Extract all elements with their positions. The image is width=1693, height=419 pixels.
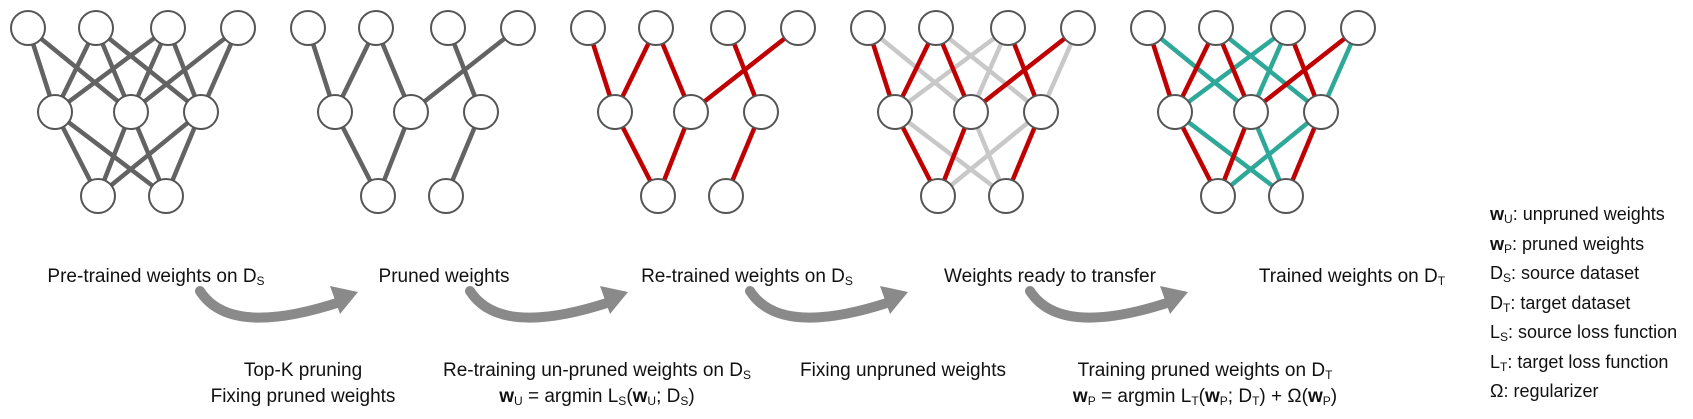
- step-caption-training: Training pruned weights on DT wP = argmi…: [1072, 360, 1338, 408]
- node-pretrained-l1-n0: [37, 94, 73, 130]
- node-pruned-l0-n2: [430, 10, 466, 46]
- node-pretrained-l1-n1: [113, 94, 149, 130]
- node-trained-l1-n1: [1233, 94, 1269, 130]
- node-trained-l1-n2: [1303, 94, 1339, 130]
- step-caption-fixing: Fixing unpruned weights: [800, 360, 1006, 381]
- node-retrained-l0-n1: [638, 10, 674, 46]
- stage-label-pretrained: Pre-trained weights on DS: [47, 266, 265, 288]
- node-ready-l2-n1: [988, 178, 1024, 214]
- node-retrained-l1-n0: [597, 94, 633, 130]
- arrows-layer: [195, 286, 1188, 323]
- node-pruned-l1-n0: [317, 94, 353, 130]
- node-retrained-l2-n0: [640, 178, 676, 214]
- legend: wU: unpruned weights wP: pruned weights …: [1490, 200, 1677, 407]
- legend-item-lt: LT: target loss function: [1490, 351, 1669, 374]
- node-retrained-l0-n3: [780, 10, 816, 46]
- node-ready-l0-n0: [850, 10, 886, 46]
- node-retrained-l2-n1: [708, 178, 744, 214]
- stage-label-trained: Trained weights on DT: [1258, 266, 1446, 288]
- connection-ready-12: [968, 25, 1081, 115]
- node-trained-l1-n0: [1157, 94, 1193, 130]
- node-retrained-l1-n1: [673, 94, 709, 130]
- legend-item-wu: wU: unpruned weights: [1490, 204, 1665, 226]
- node-ready-l0-n2: [990, 10, 1026, 46]
- node-pretrained-l0-n1: [78, 10, 114, 46]
- node-retrained-l0-n0: [570, 10, 606, 46]
- legend-item-ds: DS: source dataset: [1490, 263, 1640, 285]
- node-pruned-l0-n1: [358, 10, 394, 46]
- node-ready-l1-n0: [877, 94, 913, 130]
- node-ready-l0-n1: [918, 10, 954, 46]
- node-trained-l2-n1: [1268, 178, 1304, 214]
- arrow-head-0: [330, 286, 358, 314]
- connection-trained-5: [1172, 109, 1289, 199]
- arrow-head-1: [600, 286, 628, 314]
- transition-arrow-1: [465, 286, 615, 323]
- stage-label-retrained: Re-trained weights on DS: [641, 266, 853, 288]
- stage-label-pruned: Pruned weights: [378, 266, 510, 287]
- legend-item-omega: Ω: regularizer: [1490, 381, 1599, 401]
- stage-label-ready: Weights ready to transfer: [944, 266, 1156, 287]
- connection-pretrained-5: [52, 25, 171, 115]
- transition-arrow-2: [745, 286, 895, 323]
- connection-pretrained-11: [52, 109, 169, 199]
- legend-item-ls: LS: source loss function: [1490, 322, 1678, 344]
- connection-ready-7: [935, 109, 1044, 199]
- node-ready-l1-n1: [953, 94, 989, 130]
- node-pruned-l1-n2: [463, 94, 499, 130]
- connection-pretrained-14: [95, 109, 204, 199]
- node-pruned-l2-n1: [428, 178, 464, 214]
- step-caption-retraining: Re-training un-pruned weights on DS wU =…: [443, 360, 751, 408]
- node-trained-l2-n0: [1200, 178, 1236, 214]
- node-trained-l0-n1: [1198, 10, 1234, 46]
- node-trained-l0-n3: [1340, 10, 1376, 46]
- connection-ready-5: [892, 109, 1009, 199]
- node-pretrained-l1-n2: [183, 94, 219, 130]
- node-pretrained-l0-n3: [220, 10, 256, 46]
- connection-ready-0: [865, 25, 974, 115]
- connection-pruned-4: [408, 25, 521, 115]
- node-pruned-l2-n0: [360, 178, 396, 214]
- node-ready-l1-n2: [1023, 94, 1059, 130]
- connection-retrained-4: [688, 25, 801, 115]
- connection-trained-7: [1215, 109, 1324, 199]
- nodes-layer: [10, 10, 1376, 214]
- legend-item-wp: wP: pruned weights: [1490, 233, 1645, 256]
- connection-trained-0: [1145, 25, 1254, 115]
- node-pretrained-l2-n0: [80, 178, 116, 214]
- node-pretrained-l0-n0: [10, 10, 46, 46]
- node-pretrained-l2-n1: [148, 178, 184, 214]
- node-pruned-l0-n0: [290, 10, 326, 46]
- node-retrained-l1-n2: [743, 94, 779, 130]
- connection-pretrained-1: [25, 25, 134, 115]
- arrow-head-3: [1160, 286, 1188, 314]
- transition-arrow-3: [1025, 286, 1175, 323]
- legend-item-dt: DT: target dataset: [1490, 292, 1631, 315]
- arrow-head-2: [880, 286, 908, 314]
- connection-pretrained-8: [128, 25, 241, 115]
- connection-trained-12: [1248, 25, 1361, 115]
- node-ready-l0-n3: [1060, 10, 1096, 46]
- node-ready-l2-n0: [920, 178, 956, 214]
- node-pruned-l0-n3: [500, 10, 536, 46]
- transition-arrow-0: [195, 286, 345, 323]
- node-retrained-l0-n2: [710, 10, 746, 46]
- node-trained-l0-n0: [1130, 10, 1166, 46]
- node-pruned-l1-n1: [393, 94, 429, 130]
- node-trained-l0-n2: [1270, 10, 1306, 46]
- node-pretrained-l0-n2: [150, 10, 186, 46]
- step-caption-pruning: Top-K pruning Fixing pruned weights: [210, 360, 396, 407]
